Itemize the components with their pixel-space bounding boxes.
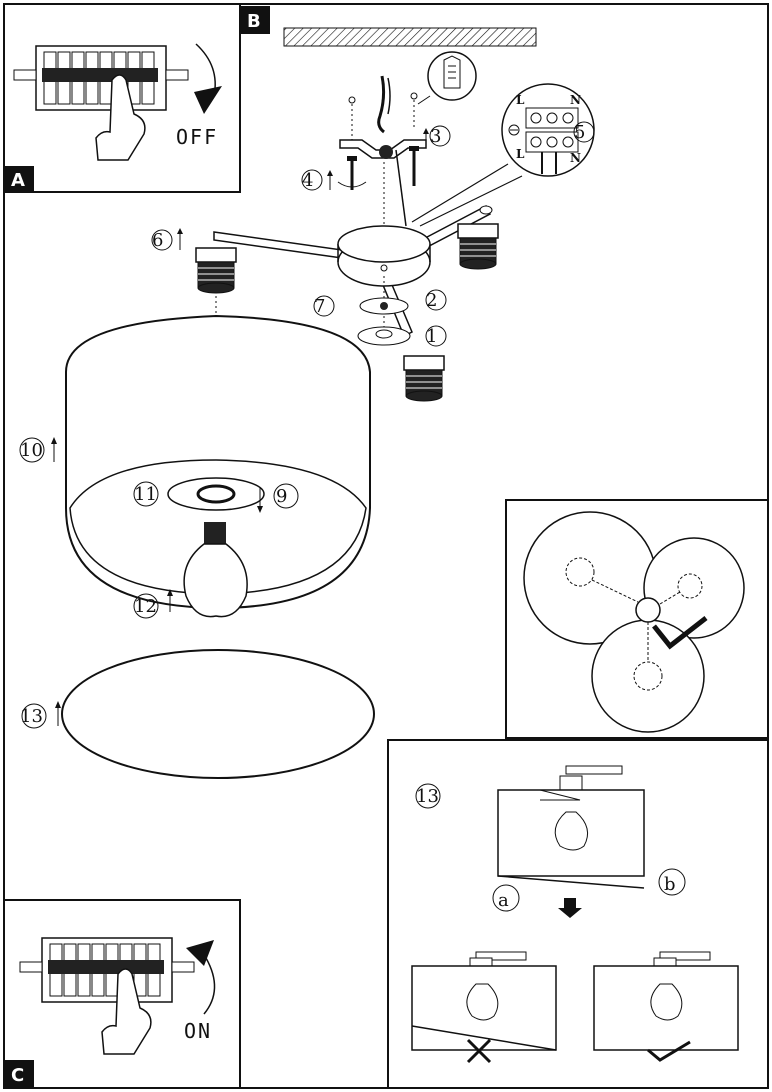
wall-plug-inset — [417, 51, 477, 105]
switch-off-label: OFF — [176, 125, 218, 149]
step-4-label: 4 — [302, 170, 313, 191]
ceiling-hatch — [283, 27, 537, 47]
panel-c-switch-on: ON C — [3, 899, 241, 1089]
detail-13-label: 13 — [416, 786, 439, 807]
panel-c-tag: C — [11, 1065, 24, 1086]
step-11-label: 11 — [134, 484, 157, 505]
terminal-block-inset: L N L N — [501, 83, 595, 177]
tag-a-background — [4, 166, 34, 192]
variant-b-label: b — [664, 874, 676, 895]
top-view-panel — [505, 499, 769, 739]
step-13-label: 13 — [20, 706, 43, 727]
lamp-socket-left — [195, 247, 237, 294]
mains-wires — [377, 75, 386, 134]
wrong-installation-diagram — [411, 951, 557, 1064]
step-2-label: 2 — [426, 290, 437, 311]
terminal-l-bottom: L — [516, 147, 525, 161]
light-bulb — [183, 522, 248, 618]
checkmark-icon — [647, 1040, 691, 1062]
correct-installation-diagram — [593, 951, 739, 1062]
switch-on-label: ON — [184, 1019, 212, 1043]
arrow-head-down-icon — [194, 86, 222, 114]
terminal-n-top: N — [570, 93, 581, 107]
step-12-label: 12 — [134, 596, 157, 617]
panel-b-tag: B — [247, 11, 261, 32]
panel-a-switch-off: OFF A — [3, 3, 241, 193]
rotate-up-arrow-icon — [203, 957, 216, 1015]
step-10-label: 10 — [20, 440, 43, 461]
lamp-socket-front — [403, 355, 445, 402]
circuit-breaker-icon — [13, 45, 189, 111]
variant-a-label: a — [498, 890, 509, 911]
terminal-n-bottom: N — [570, 151, 581, 165]
panel-a-tag: A — [11, 170, 25, 191]
down-arrow-icon — [558, 898, 582, 918]
terminal-l-top: L — [516, 93, 525, 107]
shade-tilted-diagram — [497, 765, 645, 889]
arrow-head-up-icon — [186, 940, 214, 966]
screw-icon — [347, 146, 419, 190]
diffuser-disc — [61, 649, 375, 779]
checkmark-icon — [652, 616, 708, 650]
step-1-label: 1 — [426, 326, 437, 347]
hand-icon — [95, 74, 146, 161]
hand-icon — [101, 968, 152, 1055]
step-6-label: 6 — [152, 230, 163, 251]
step-7-label: 7 — [314, 296, 325, 317]
step-3-label: 3 — [430, 126, 441, 147]
detail-13-panel: 13 a b — [387, 739, 769, 1089]
circuit-breaker-icon — [19, 937, 195, 1003]
step-5-label: 5 — [574, 122, 585, 143]
lamp-socket-right — [457, 223, 499, 270]
tag-c-background — [4, 1060, 34, 1088]
panel-b-tag-group: B — [240, 6, 270, 34]
step-9-label: 9 — [276, 486, 287, 507]
